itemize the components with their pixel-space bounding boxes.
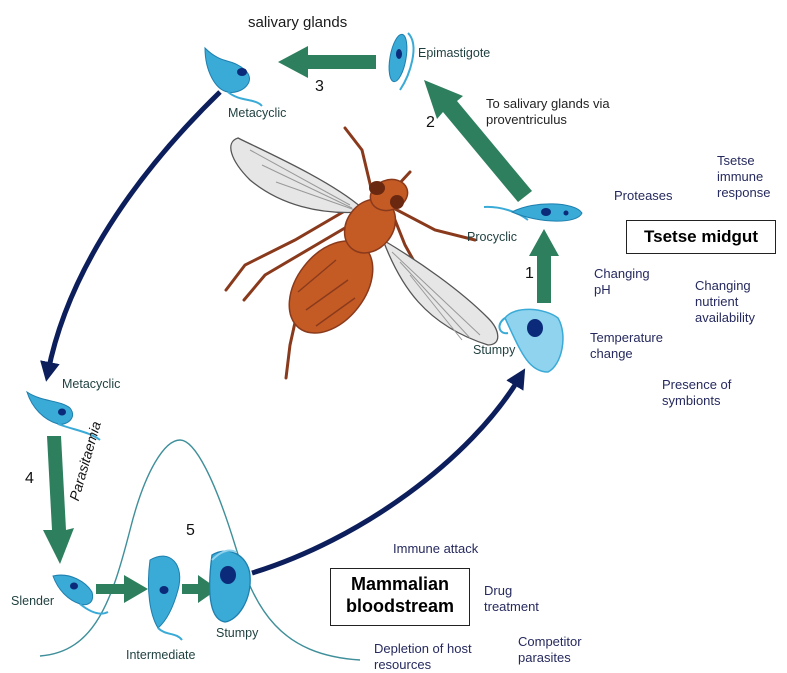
immune-attack-factor: Immune attack (393, 541, 478, 557)
intermediate-label: Intermediate (126, 648, 195, 662)
tsetse-midgut-box: Tsetse midgut (626, 220, 776, 254)
procyclic-parasite (484, 204, 582, 221)
stumpy-tsetse-parasite (499, 309, 563, 372)
temperature-change-factor: Temperature change (590, 330, 680, 362)
step-number-4: 4 (25, 470, 34, 488)
procyclic-label: Procyclic (467, 230, 517, 244)
to-salivary-glands-label: To salivary glands via proventriculus (486, 96, 661, 128)
navy-arrow-to-stumpy-tsetse (252, 377, 520, 573)
epimastigote-parasite (386, 33, 414, 90)
green-arrow-4 (43, 436, 74, 564)
tsetse-midgut-label: Tsetse midgut (644, 227, 758, 246)
epimastigote-label: Epimastigote (418, 46, 490, 60)
mammalian-label: Mammalian (331, 573, 469, 595)
changing-nutrient-factor: Changing nutrient availability (695, 278, 775, 326)
tsetse-fly-illustration (226, 128, 498, 378)
symbionts-factor: Presence of symbionts (662, 377, 752, 409)
metacyclic-left-label: Metacyclic (62, 377, 120, 391)
intermediate-parasite (148, 556, 182, 640)
depletion-factor: Depletion of host resources (374, 641, 474, 673)
wing-right (383, 240, 498, 345)
tsetse-immune-response-factor: Tsetse immune response (717, 153, 785, 201)
step-number-5: 5 (186, 522, 195, 540)
competitor-factor: Competitor parasites (518, 634, 598, 666)
bloodstream-label: bloodstream (331, 595, 469, 617)
green-arrow-3 (278, 46, 376, 78)
slender-label: Slender (11, 594, 54, 608)
changing-ph-factor: Changing pH (594, 266, 666, 298)
drug-treatment-factor: Drug treatment (484, 583, 554, 615)
step-number-2: 2 (426, 114, 435, 132)
salivary-glands-label: salivary glands (248, 14, 347, 31)
mammalian-bloodstream-box: Mammalian bloodstream (330, 568, 470, 626)
stumpy-right-label: Stumpy (473, 343, 515, 357)
slender-parasite (53, 575, 108, 613)
stumpy-bottom-parasite (210, 550, 251, 622)
metacyclic-top-label: Metacyclic (228, 106, 286, 120)
stumpy-bottom-label: Stumpy (216, 626, 258, 640)
step-number-3: 3 (315, 78, 324, 96)
proteases-factor: Proteases (614, 188, 673, 204)
navy-arrow-to-metacyclic-left (48, 92, 220, 372)
green-arrow-5a (96, 575, 148, 603)
step-number-1: 1 (525, 265, 534, 283)
